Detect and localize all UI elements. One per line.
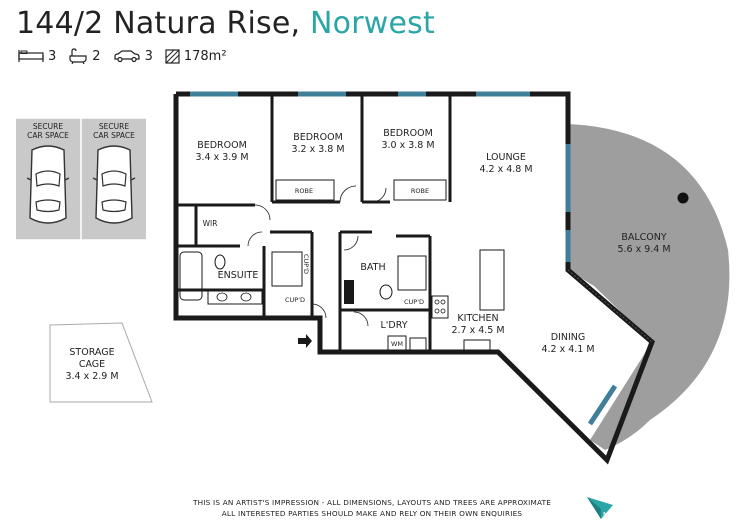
- bath-shower: [397, 255, 427, 291]
- car-icon: [26, 145, 70, 224]
- robe-2-label: ROBE: [410, 187, 430, 195]
- ensuite-shower: [271, 251, 303, 287]
- door-swings: [247, 185, 387, 327]
- bedroom-3-dims: 3.0 x 3.8 M: [381, 140, 435, 151]
- cupd-1-label: CUP'D: [302, 253, 310, 275]
- storage-cage-name-line1: STORAGE: [69, 347, 115, 358]
- disclaimer-line-1: THIS IS AN ARTIST'S IMPRESSION - ALL DIM…: [192, 498, 552, 507]
- north-compass-icon: N: [587, 497, 613, 519]
- robe-2: [393, 179, 447, 201]
- disclaimer-line-2: ALL INTERESTED PARTIES SHOULD MAKE AND R…: [221, 509, 523, 518]
- lounge-name: LOUNGE: [486, 152, 526, 163]
- bath-toilet: [379, 284, 393, 300]
- entry-arrow-icon: [298, 334, 312, 348]
- area-value: 178m²: [183, 48, 227, 64]
- area-icon: [165, 48, 180, 64]
- car-icon: [113, 50, 140, 63]
- suburb-text: Norwest: [310, 6, 435, 41]
- balcony-dims: 5.6 x 9.4 M: [617, 244, 671, 255]
- stat-bedrooms: 3: [18, 49, 56, 64]
- car-icon: [92, 145, 136, 224]
- disclaimer: THIS IS AN ARTIST'S IMPRESSION - ALL DIM…: [193, 497, 551, 519]
- storage-cage: [49, 322, 153, 403]
- kitchen-label: KITCHEN 2.7 x 4.5 M: [451, 313, 504, 337]
- balcony-name: BALCONY: [621, 232, 667, 243]
- kitchen-sink: [463, 339, 491, 353]
- ensuite-vanity: [207, 289, 263, 305]
- cupd-3-label: CUP'D: [403, 298, 425, 306]
- dining-label: DINING 4.2 x 4.1 M: [541, 332, 594, 356]
- washing-machine-box: [387, 335, 407, 351]
- kitchen-dims: 2.7 x 4.5 M: [451, 325, 505, 336]
- storage-cage-dims: 3.4 x 2.9 M: [65, 371, 119, 382]
- ensuite-toilet: [214, 254, 226, 270]
- kitchen-island: [479, 249, 505, 311]
- kitchen-cooktop: [431, 295, 449, 319]
- stat-bathrooms: 2: [68, 48, 101, 64]
- dining-dims: 4.2 x 4.1 M: [541, 344, 595, 355]
- cupd-2-label: CUP'D: [284, 296, 306, 304]
- balcony-area: [568, 124, 730, 450]
- bedroom-3-label: BEDROOM 3.0 x 3.8 M: [381, 128, 434, 152]
- cars-count: 3: [144, 48, 153, 64]
- robe-1: [275, 179, 335, 201]
- bath-label: BATH: [360, 262, 386, 273]
- bedroom-1-label: BEDROOM 3.4 x 3.9 M: [195, 140, 248, 164]
- laundry-tub: [409, 337, 427, 351]
- storage-cage-label: STORAGE CAGE 3.4 x 2.9 M: [65, 347, 118, 383]
- balcony-column: [677, 192, 689, 204]
- ensuite-label: ENSUITE: [217, 270, 259, 281]
- stat-area: 178m²: [165, 49, 227, 64]
- bed-icon: [18, 50, 44, 62]
- interior-walls: [176, 94, 452, 352]
- ensuite-bath: [179, 251, 203, 301]
- laundry-label: L'DRY: [380, 320, 408, 331]
- robe-1-label: ROBE: [294, 187, 314, 195]
- windows: [190, 91, 618, 426]
- property-stats: 3 2 3 178m²: [18, 48, 233, 64]
- bath-vanity: [344, 280, 354, 304]
- svg-text:N: N: [603, 511, 608, 519]
- listing-title: 144/2 Natura Rise, Norwest: [16, 6, 435, 41]
- bedroom-3-name: BEDROOM: [383, 128, 433, 139]
- washing-machine-label: WM: [390, 340, 404, 348]
- bedroom-2-dims: 3.2 x 3.8 M: [291, 144, 345, 155]
- balcony-label: BALCONY 5.6 x 9.4 M: [617, 232, 670, 256]
- storage-cage-name-line2: CAGE: [78, 359, 106, 370]
- bedroom-1-name: BEDROOM: [197, 140, 247, 151]
- stat-cars: 3: [113, 49, 153, 64]
- lounge-label: LOUNGE 4.2 x 4.8 M: [479, 152, 532, 176]
- bedroom-2-label: BEDROOM 3.2 x 3.8 M: [291, 132, 344, 156]
- address-text: 144/2 Natura Rise,: [16, 6, 301, 41]
- bath-icon: [69, 48, 87, 64]
- wir-label: WIR: [202, 219, 218, 228]
- bedroom-2-name: BEDROOM: [293, 132, 343, 143]
- kitchen-name: KITCHEN: [457, 313, 499, 324]
- bathrooms-count: 2: [92, 48, 101, 64]
- bedroom-1-dims: 3.4 x 3.9 M: [195, 152, 249, 163]
- bedrooms-count: 3: [48, 48, 57, 64]
- lounge-dims: 4.2 x 4.8 M: [479, 164, 533, 175]
- dining-name: DINING: [550, 332, 586, 343]
